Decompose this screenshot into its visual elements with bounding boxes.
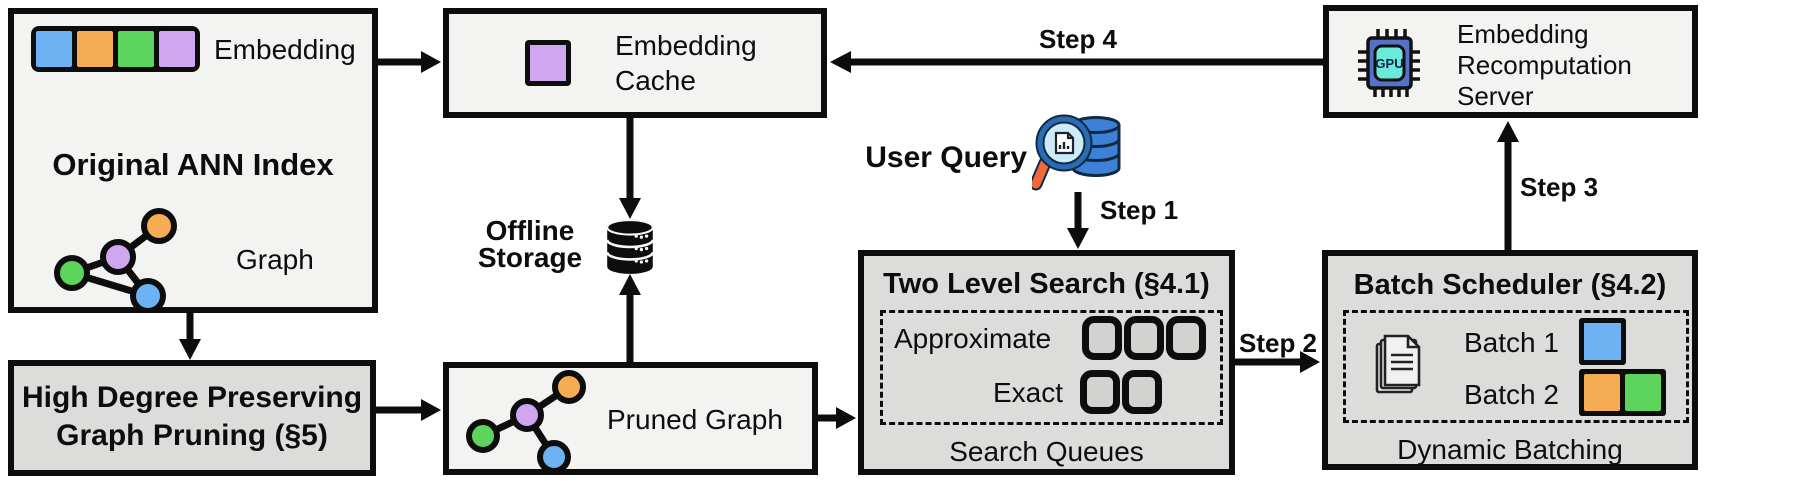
two-level-search-title: Two Level Search (§4.1) [883, 268, 1210, 300]
batch-scheduler-box: Batch Scheduler (§4.2) Batch 1 Batch 2 D… [1322, 250, 1698, 470]
recomputation-server-label: Embedding Recomputation Server [1457, 19, 1632, 112]
step1-label: Step 1 [1100, 195, 1179, 225]
documents-stack-icon [1375, 334, 1421, 394]
embedding-cell-purple [159, 31, 195, 67]
arrow-pruned-graph-to-search [818, 407, 856, 429]
cached-embedding-icon [525, 40, 571, 86]
graph-label: Graph [236, 244, 314, 275]
batch2-swatch-orange [1584, 374, 1620, 411]
arrow-cache-to-storage [619, 118, 641, 219]
queue-slot [1080, 370, 1120, 414]
arrow-step1-query-to-search [1067, 192, 1089, 249]
embedding-cell-blue [36, 31, 72, 67]
gpu-chip-icon: GPU [1358, 29, 1420, 97]
server-line2: Recomputation [1457, 50, 1632, 80]
step2-label: Step 2 [1238, 328, 1318, 358]
dynamic-batching-panel: Batch 1 Batch 2 [1343, 310, 1689, 423]
graph-pruning-box: High Degree Preserving Graph Pruning (§5… [8, 360, 376, 476]
pruned-graph-icon [466, 370, 586, 474]
arrow-pruning-to-pruned-graph [376, 399, 441, 421]
query-magnifier-database-icon [1032, 114, 1121, 191]
recomputation-server-box: GPU Embedding Recomputation Server [1323, 5, 1698, 118]
queue-slot [1166, 316, 1206, 360]
graph-pruning-title: High Degree Preserving Graph Pruning (§5… [14, 379, 370, 455]
batch2-swatch-green [1625, 374, 1661, 411]
arrow-step3-batcher-to-server [1497, 121, 1519, 250]
embedding-cell-green [118, 31, 154, 67]
step3-label: Step 3 [1520, 172, 1599, 202]
pruning-title-line2: Graph Pruning (§5) [56, 419, 328, 452]
server-line3: Server [1457, 81, 1534, 111]
dynamic-batching-caption: Dynamic Batching [1397, 434, 1623, 465]
queue-slot [1082, 316, 1122, 360]
graph-icon [54, 208, 177, 313]
batch2-swatches [1579, 369, 1666, 416]
approximate-label: Approximate [894, 323, 1052, 354]
pruned-graph-label: Pruned Graph [607, 404, 783, 435]
offline-storage-icon [605, 219, 655, 274]
queue-slot [1122, 370, 1162, 414]
embedding-cache-box: Embedding Cache [443, 8, 827, 118]
arrow-pruned-graph-to-storage [619, 274, 641, 362]
embedding-cell-orange [77, 31, 113, 67]
original-ann-index-title: Original ANN Index [52, 147, 334, 182]
exact-queue-slots [1080, 370, 1162, 414]
exact-label: Exact [993, 377, 1064, 408]
offline-line2: Storage [477, 242, 583, 273]
arrow-index-to-pruning [179, 313, 201, 360]
offline-line1: Offline [485, 215, 575, 246]
batch-scheduler-title: Batch Scheduler (§4.2) [1353, 269, 1667, 301]
embedding-cache-line2: Cache [615, 65, 696, 96]
magnifier-icon [1032, 114, 1093, 191]
embedding-vector-icon [31, 26, 200, 72]
pruned-graph-box: Pruned Graph [443, 362, 818, 475]
offline-storage-label: Offline Storage [462, 215, 598, 273]
document-glyph [1054, 131, 1075, 155]
queue-slot [1124, 316, 1164, 360]
batch1-label: Batch 1 [1464, 327, 1559, 358]
search-queues-panel: Approximate Exact [880, 310, 1223, 425]
step4-label: Step 4 [1038, 24, 1118, 54]
batch2-label: Batch 2 [1464, 379, 1559, 410]
pruning-title-line1: High Degree Preserving [21, 381, 363, 414]
server-line1: Embedding [1457, 19, 1589, 49]
original-ann-index-box: Embedding Original ANN Index Graph [8, 8, 378, 313]
embedding-label: Embedding [214, 34, 356, 65]
arrow-index-to-cache [378, 51, 441, 73]
approximate-queue-slots [1082, 316, 1206, 360]
two-level-search-box: Two Level Search (§4.1) Approximate Exac… [858, 250, 1235, 475]
embedding-cache-label: Embedding Cache [615, 28, 757, 98]
batch1-swatch-blue [1579, 318, 1626, 365]
search-queues-caption: Search Queues [949, 436, 1144, 467]
user-query-label: User Query [865, 141, 1027, 174]
gpu-chip-text: GPU [1375, 56, 1403, 71]
embedding-cache-line1: Embedding [615, 30, 757, 61]
